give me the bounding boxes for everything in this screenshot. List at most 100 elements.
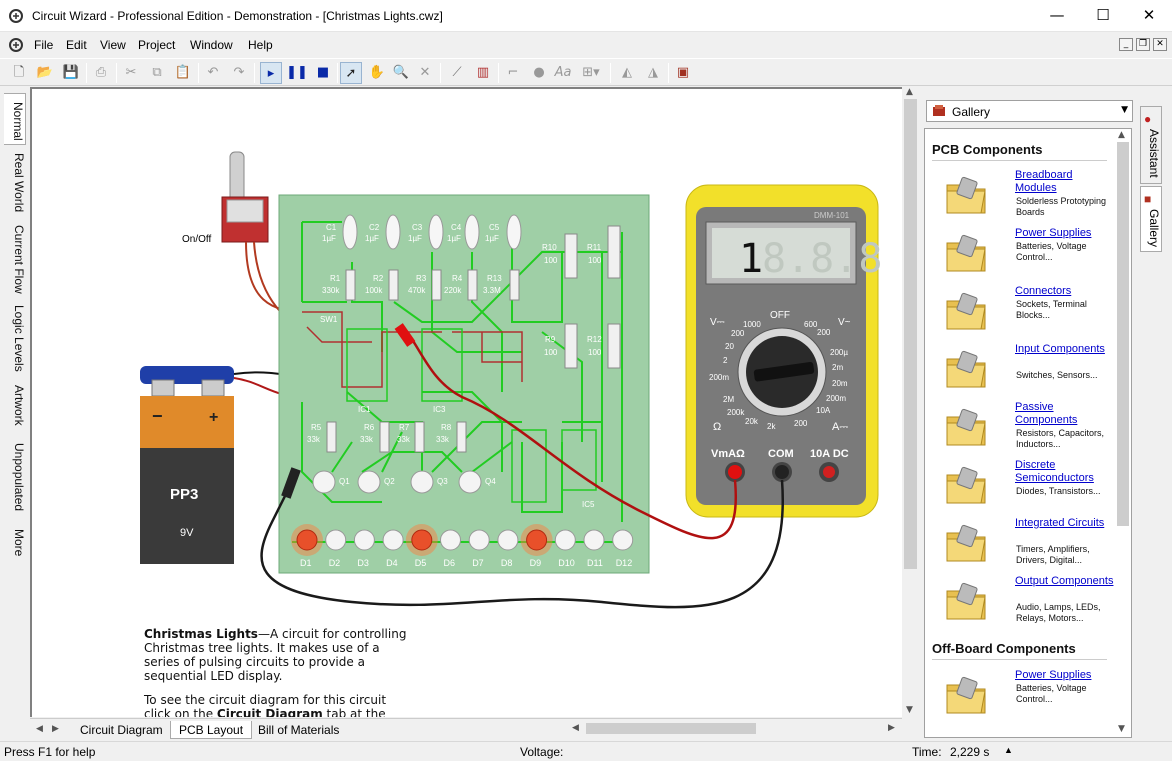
menu-window[interactable]: Window xyxy=(190,38,233,52)
tab-unpopulated[interactable]: Unpopulated xyxy=(12,443,26,512)
gallery-item-name[interactable]: Passive Components xyxy=(1015,401,1078,426)
rotate-right-icon[interactable]: ◮ xyxy=(648,65,658,80)
close-button[interactable]: ✕ xyxy=(1142,6,1156,24)
gallery-item-name[interactable]: Power Supplies xyxy=(1015,227,1092,239)
led[interactable] xyxy=(554,529,576,551)
open-folder-icon[interactable]: 📂 xyxy=(36,65,54,80)
scroll-thumb[interactable] xyxy=(904,99,917,569)
delete-icon[interactable]: ✕ xyxy=(419,65,431,80)
mdi-minimize-button[interactable]: _ xyxy=(1119,38,1133,51)
chevron-up-icon[interactable]: ▲ xyxy=(1004,745,1013,755)
pcb-canvas[interactable]: On/Off − + PP3 9V xyxy=(30,87,902,717)
mdi-close-button[interactable]: ✕ xyxy=(1153,38,1167,51)
zoom-icon[interactable]: 🔍 xyxy=(392,65,410,80)
hscroll-thumb[interactable] xyxy=(586,723,756,734)
rotate-left-icon[interactable]: ◭ xyxy=(622,65,632,80)
gallery-item-name[interactable]: Breadboard Modules xyxy=(1015,169,1073,194)
pause-icon[interactable]: ❚❚ xyxy=(286,65,308,80)
led[interactable] xyxy=(411,529,433,551)
minimize-button[interactable]: — xyxy=(1049,6,1065,24)
tab-more[interactable]: More xyxy=(12,529,26,557)
probe-icon[interactable]: ⟋ xyxy=(452,65,462,80)
gallery-item-name[interactable]: Power Supplies xyxy=(1015,669,1092,681)
tab-circuit-diagram[interactable]: Circuit Diagram xyxy=(80,723,163,737)
paste-icon[interactable]: 📋 xyxy=(174,65,192,80)
canvas-horizontal-scrollbar[interactable]: ◀ ▶ xyxy=(566,721,902,736)
redo-icon[interactable]: ↷ xyxy=(233,65,245,80)
document-icon[interactable] xyxy=(8,37,24,53)
select-arrow-icon[interactable]: ➚ xyxy=(340,62,362,84)
scroll-down-icon[interactable]: ▼ xyxy=(906,705,913,715)
wire-icon[interactable]: ⌐ xyxy=(507,65,519,80)
gallery-item-name[interactable]: Integrated Circuits xyxy=(1015,517,1105,529)
menu-edit[interactable]: Edit xyxy=(66,38,87,52)
tab-normal[interactable]: Normal xyxy=(4,93,26,145)
gallery-scroll-down-icon[interactable]: ▼ xyxy=(1118,724,1125,734)
led[interactable] xyxy=(382,529,404,551)
print-icon[interactable]: ⎙ xyxy=(95,65,107,80)
pcb-board[interactable] xyxy=(278,194,650,574)
gallery-item-name[interactable]: Input Components xyxy=(1015,343,1105,355)
capacitors[interactable] xyxy=(342,214,522,250)
resistors-top[interactable] xyxy=(345,269,520,301)
save-icon[interactable]: 💾 xyxy=(62,65,80,80)
menu-help[interactable]: Help xyxy=(248,38,273,52)
tab-pcb-layout[interactable]: PCB Layout xyxy=(170,721,253,739)
red-probe-lead[interactable] xyxy=(405,331,738,540)
stop-icon[interactable]: ■ xyxy=(316,65,330,80)
copy-icon[interactable]: ⧉ xyxy=(152,65,162,80)
led[interactable] xyxy=(526,529,548,551)
component-icon[interactable]: ▣ xyxy=(676,65,690,80)
black-probe-lead[interactable] xyxy=(260,471,785,609)
tab-scroll-left-icon[interactable]: ◀ xyxy=(36,724,43,734)
battery[interactable] xyxy=(140,366,234,564)
canvas-vertical-scrollbar[interactable]: ▲ ▼ xyxy=(902,87,919,717)
tab-scroll-right-icon[interactable]: ▶ xyxy=(52,724,59,734)
tab-assistant[interactable]: Assistant xyxy=(1140,106,1162,184)
new-file-icon[interactable]: 🗋 xyxy=(13,65,25,80)
led[interactable] xyxy=(440,529,461,551)
transistors[interactable] xyxy=(312,470,482,494)
scroll-up-icon[interactable]: ▲ xyxy=(906,87,913,97)
mdi-restore-button[interactable]: ❐ xyxy=(1136,38,1150,51)
align-icon[interactable]: ⊞▾ xyxy=(582,65,600,80)
tab-real-world[interactable]: Real World xyxy=(12,153,26,213)
led[interactable] xyxy=(325,529,347,551)
gallery-item-name[interactable]: Output Components xyxy=(1015,575,1114,587)
menu-project[interactable]: Project xyxy=(138,38,176,52)
resistors-right[interactable] xyxy=(564,225,621,369)
tab-current-flow[interactable]: Current Flow xyxy=(12,225,26,294)
led[interactable] xyxy=(612,529,634,551)
tab-bill-of-materials[interactable]: Bill of Materials xyxy=(258,723,340,737)
led[interactable] xyxy=(497,529,519,551)
led[interactable] xyxy=(583,529,605,551)
cut-icon[interactable]: ✂ xyxy=(125,65,137,80)
menu-view[interactable]: View xyxy=(100,38,126,52)
resistors-bottom[interactable] xyxy=(326,421,467,453)
hscroll-left-icon[interactable]: ◀ xyxy=(572,723,579,733)
menu-file[interactable]: File xyxy=(34,38,54,52)
led[interactable] xyxy=(353,529,375,551)
maximize-button[interactable]: ☐ xyxy=(1096,6,1110,24)
gallery-item-name[interactable]: Discrete Semiconductors xyxy=(1015,459,1094,484)
multimeter[interactable] xyxy=(685,184,879,518)
graph-icon[interactable]: ▥ xyxy=(476,65,490,80)
gallery-dropdown[interactable]: Gallery ▼ xyxy=(926,100,1133,122)
tab-gallery[interactable]: Gallery xyxy=(1140,186,1162,252)
hscroll-right-icon[interactable]: ▶ xyxy=(888,723,895,733)
text-icon[interactable]: Aa xyxy=(554,65,572,80)
hand-icon[interactable]: ✋ xyxy=(368,65,386,80)
gallery-scroll-up-icon[interactable]: ▲ xyxy=(1118,130,1125,140)
play-icon[interactable]: ▸ xyxy=(260,62,282,84)
node-icon[interactable]: ● xyxy=(533,65,545,80)
tab-logic-levels[interactable]: Logic Levels xyxy=(12,305,26,372)
